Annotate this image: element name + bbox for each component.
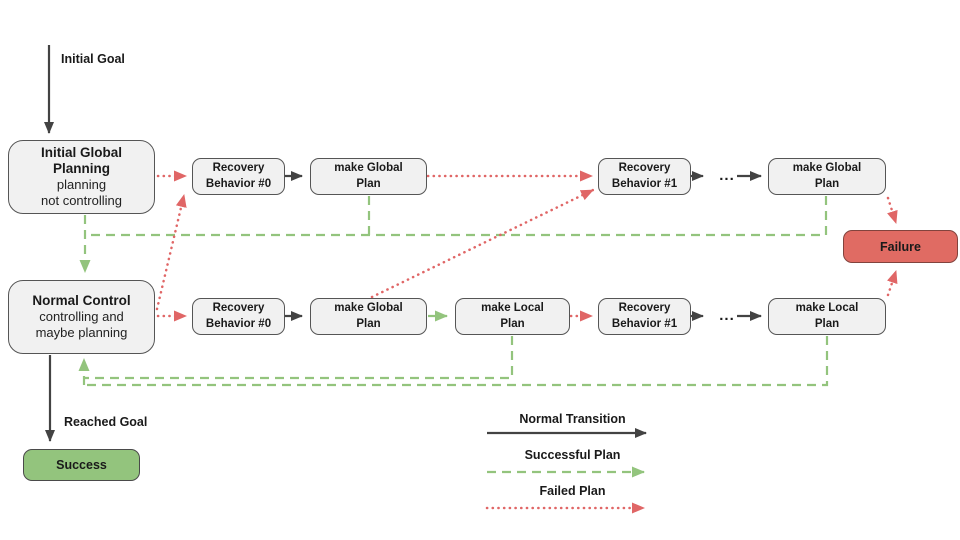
node-success: Success — [23, 449, 140, 481]
node-label-line2: Behavior #0 — [205, 317, 272, 330]
edge-top-makeglobal2-return — [85, 196, 828, 237]
node-label-line2: Plan — [814, 317, 840, 330]
node-label-line2: Plan — [356, 317, 381, 330]
node-top-make-global-plan-2: make Global Plan — [768, 158, 886, 195]
node-mid-make-global-plan: make Global Plan — [310, 298, 427, 335]
node-normal-control: Normal Control controlling and maybe pla… — [8, 280, 155, 354]
node-mid-recovery-behavior-1: Recovery Behavior #1 — [598, 298, 691, 335]
node-label-line1: make Global — [334, 302, 403, 315]
node-label-line1: Recovery — [618, 302, 671, 315]
node-subtitle-line1: planning — [56, 177, 107, 193]
node-label-line2: Plan — [356, 177, 381, 190]
node-title: Normal Control — [32, 293, 131, 309]
node-label-line2: Plan — [500, 317, 525, 330]
node-label-line1: make Global — [792, 162, 862, 175]
node-label-line1: make Global — [334, 162, 403, 175]
node-failure: Failure — [843, 230, 958, 263]
node-mid-make-local-plan-1: make Local Plan — [455, 298, 570, 335]
legend-label-failed-plan: Failed Plan — [539, 484, 606, 498]
legend-label-successful-plan: Successful Plan — [524, 448, 621, 462]
node-label-line1: Recovery — [212, 162, 265, 175]
node-label-line1: Recovery — [212, 302, 265, 315]
legend-label-normal-transition: Normal Transition — [519, 412, 626, 426]
node-top-make-global-plan-1: make Global Plan — [310, 158, 427, 195]
node-top-recovery-behavior-1: Recovery Behavior #1 — [598, 158, 691, 195]
node-subtitle-line2: maybe planning — [35, 325, 128, 341]
edge-normalcontrol-to-top-recovery0 — [155, 193, 187, 311]
node-top-recovery-behavior-0: Recovery Behavior #0 — [192, 158, 285, 195]
node-label-line2: Plan — [814, 177, 840, 190]
reached-goal-label: Reached Goal — [64, 415, 148, 429]
node-mid-recovery-behavior-0: Recovery Behavior #0 — [192, 298, 285, 335]
edge-top-makeglobal2-to-failure — [886, 196, 898, 225]
initial-goal-label: Initial Goal — [61, 52, 125, 66]
node-title: Initial Global Planning — [40, 144, 122, 177]
edge-mid-makelocal2-to-failure — [886, 269, 898, 297]
node-label-line1: make Local — [795, 302, 859, 315]
node-mid-make-local-plan-2: make Local Plan — [768, 298, 886, 335]
node-label-line1: make Local — [481, 302, 544, 315]
node-subtitle-line1: controlling and — [39, 309, 124, 325]
node-label-line2: Behavior #1 — [611, 317, 678, 330]
edge-mid-makeglobal-to-top-recovery1 — [370, 188, 595, 299]
node-label-line2: Behavior #0 — [205, 177, 272, 190]
top-row-ellipsis: ... — [719, 167, 735, 184]
node-initial-global-planning: Initial Global Planning planning not con… — [8, 140, 155, 214]
mid-row-ellipsis: ... — [719, 307, 735, 324]
node-subtitle-line2: not controlling — [41, 193, 122, 209]
node-label-line1: Recovery — [618, 162, 671, 175]
node-label-line2: Behavior #1 — [611, 177, 678, 190]
edge-mid-makelocal2-return — [84, 336, 829, 387]
